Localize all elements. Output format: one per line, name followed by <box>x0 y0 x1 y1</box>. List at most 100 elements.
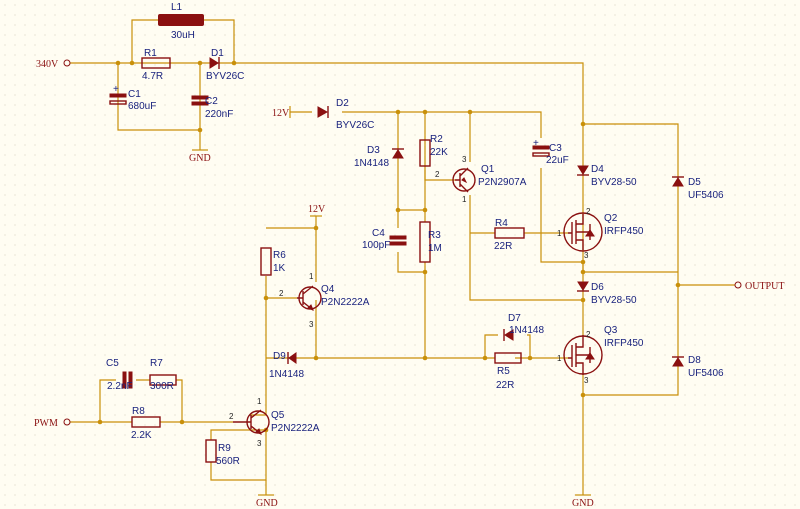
svg-text:BYV26C: BYV26C <box>206 71 244 82</box>
svg-text:2: 2 <box>435 170 440 179</box>
svg-text:12V: 12V <box>308 204 326 215</box>
svg-text:22R: 22R <box>494 241 512 252</box>
svg-text:P2N2222A: P2N2222A <box>321 297 370 308</box>
svg-text:1N4148: 1N4148 <box>509 325 544 336</box>
svg-text:IRFP450: IRFP450 <box>604 226 644 237</box>
svg-text:4.7R: 4.7R <box>142 71 163 82</box>
resistor-r9: R9 560R <box>205 439 240 467</box>
svg-text:GND: GND <box>572 498 594 509</box>
svg-text:R4: R4 <box>495 218 508 229</box>
svg-text:1M: 1M <box>428 243 442 254</box>
svg-text:R9: R9 <box>218 443 231 454</box>
capacitor-c5: C5 2.2nF <box>106 358 133 392</box>
svg-text:IRFP450: IRFP450 <box>604 338 644 349</box>
diode-d2: D2 BYV26C <box>317 98 374 131</box>
diode-d8: D8 UF5406 <box>672 355 724 379</box>
net-12v-top: 12V <box>272 106 291 119</box>
svg-text:2.2nF: 2.2nF <box>107 381 133 392</box>
mosfet-q2: 1 2 3 Q2 IRFP450 <box>557 207 644 260</box>
diode-d9: D9 1N4148 <box>269 351 304 380</box>
svg-text:300R: 300R <box>150 381 174 392</box>
svg-text:BYV28-50: BYV28-50 <box>591 177 637 188</box>
svg-text:C3: C3 <box>549 143 562 154</box>
svg-text:+: + <box>533 138 539 149</box>
svg-text:1: 1 <box>557 354 562 363</box>
svg-text:R6: R6 <box>273 250 286 261</box>
svg-text:D2: D2 <box>336 98 349 109</box>
transistor-q4: 2 1 3 Q4 P2N2222A <box>279 272 370 329</box>
capacitor-c1: + C1 680uF <box>109 84 156 112</box>
port-pwm: PWM <box>34 418 71 429</box>
svg-text:100pF: 100pF <box>362 240 390 251</box>
capacitor-c2: C2 220nF <box>191 95 233 120</box>
svg-text:Q2: Q2 <box>604 213 618 224</box>
inductor-l1: L1 30uH <box>158 2 204 41</box>
svg-text:1K: 1K <box>273 263 286 274</box>
svg-text:2: 2 <box>279 289 284 298</box>
diode-d3: D3 1N4148 <box>354 145 404 169</box>
resistor-r3: R3 1M <box>419 221 442 263</box>
svg-text:D6: D6 <box>591 282 604 293</box>
mosfet-q3: 1 2 3 Q3 IRFP450 <box>557 325 644 385</box>
svg-text:1: 1 <box>462 195 467 204</box>
svg-text:C1: C1 <box>128 89 141 100</box>
resistor-r2: R2 22K <box>419 134 448 167</box>
svg-text:D9: D9 <box>273 351 286 362</box>
gnd-symbol-a: GND <box>189 149 211 164</box>
net-12v-left: 12V <box>308 204 326 217</box>
svg-text:22uF: 22uF <box>546 155 569 166</box>
svg-text:3: 3 <box>257 439 262 448</box>
svg-text:1: 1 <box>257 397 262 406</box>
svg-text:+: + <box>113 84 119 95</box>
svg-text:2: 2 <box>229 412 234 421</box>
svg-text:GND: GND <box>256 498 278 509</box>
gnd-symbol-c: GND <box>572 494 594 509</box>
svg-text:C2: C2 <box>205 96 218 107</box>
svg-text:D7: D7 <box>508 313 521 324</box>
port-340v: 340V <box>36 59 71 70</box>
svg-text:C5: C5 <box>106 358 119 369</box>
svg-text:2: 2 <box>586 207 591 216</box>
svg-text:Q1: Q1 <box>481 164 495 175</box>
resistor-r8: R8 2.2K <box>131 406 161 441</box>
svg-text:340V: 340V <box>36 59 59 70</box>
gnd-symbol-b: GND <box>256 494 278 509</box>
svg-text:C4: C4 <box>372 228 385 239</box>
svg-text:UF5406: UF5406 <box>688 190 724 201</box>
resistor-r1: R1 4.7R <box>141 48 171 82</box>
transistor-q5: 2 1 3 Q5 P2N2222A <box>229 397 320 448</box>
svg-text:22R: 22R <box>496 380 514 391</box>
svg-text:P2N2907A: P2N2907A <box>478 177 527 188</box>
svg-text:3: 3 <box>462 155 467 164</box>
svg-text:3: 3 <box>309 320 314 329</box>
svg-text:D5: D5 <box>688 177 701 188</box>
svg-text:D8: D8 <box>688 355 701 366</box>
diode-d7: D7 1N4148 <box>503 313 544 341</box>
svg-text:UF5406: UF5406 <box>688 368 724 379</box>
diode-d1: D1 BYV26C <box>206 48 244 82</box>
svg-text:1N4148: 1N4148 <box>269 369 304 380</box>
resistor-r6: R6 1K <box>260 247 286 276</box>
svg-text:560R: 560R <box>216 456 240 467</box>
svg-text:OUTPUT: OUTPUT <box>745 281 784 292</box>
svg-text:1N4148: 1N4148 <box>354 158 389 169</box>
diode-d6: D6 BYV28-50 <box>577 281 637 306</box>
svg-text:R2: R2 <box>430 134 443 145</box>
svg-text:220nF: 220nF <box>205 109 233 120</box>
capacitor-c3: + C3 22uF <box>532 138 569 166</box>
svg-text:R8: R8 <box>132 406 145 417</box>
svg-text:1: 1 <box>557 229 562 238</box>
junction-dots <box>97 60 681 433</box>
svg-text:P2N2222A: P2N2222A <box>271 423 320 434</box>
svg-text:3: 3 <box>584 251 589 260</box>
svg-text:R5: R5 <box>497 366 510 377</box>
svg-text:BYV26C: BYV26C <box>336 120 374 131</box>
resistor-r4: R4 22R <box>494 218 525 252</box>
svg-text:D1: D1 <box>211 48 224 59</box>
svg-text:3: 3 <box>584 376 589 385</box>
resistor-r7: R7 300R <box>149 358 177 392</box>
svg-text:R1: R1 <box>144 48 157 59</box>
svg-text:GND: GND <box>189 153 211 164</box>
